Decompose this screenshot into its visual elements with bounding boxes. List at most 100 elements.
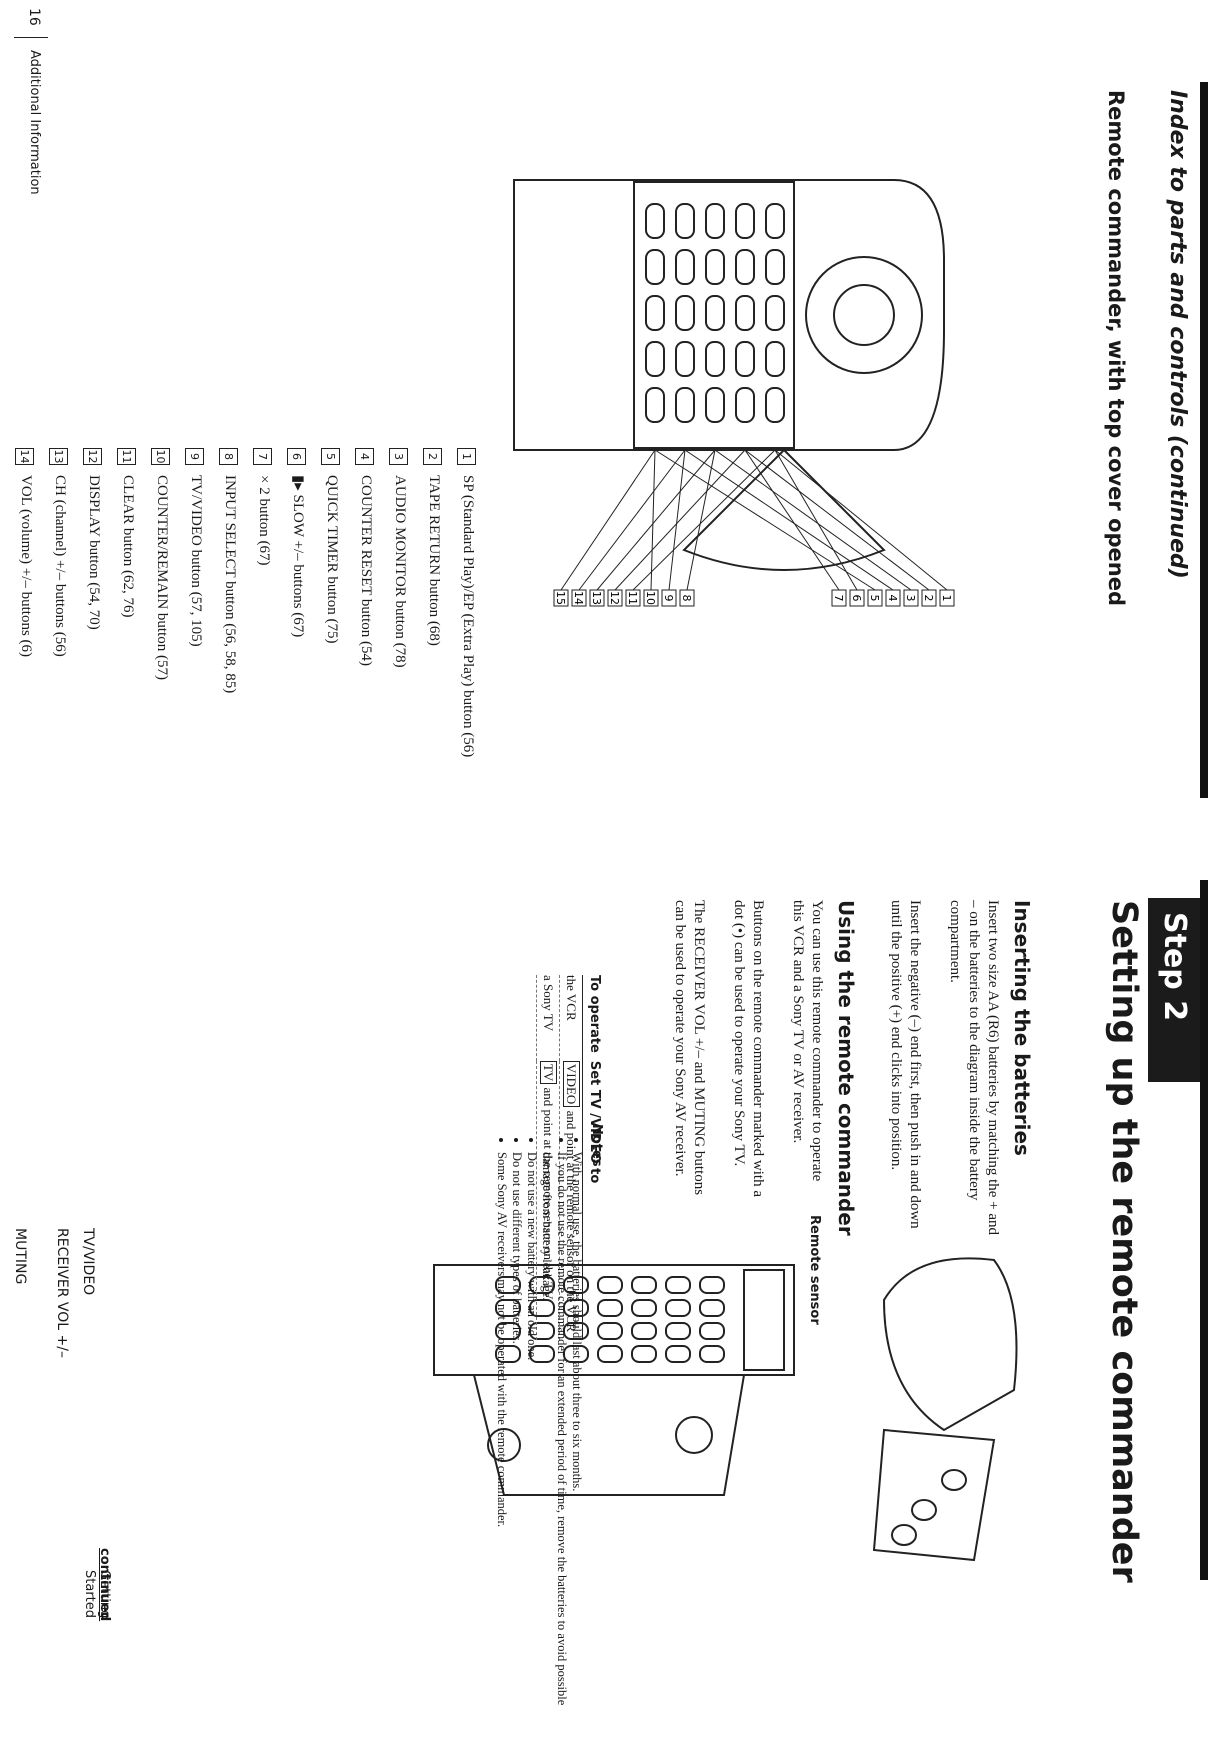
callout-leader-line <box>578 449 686 591</box>
remote-button-shape <box>495 1345 521 1363</box>
part-label: TAPE RETURN button (68) <box>426 475 442 646</box>
callout-number: 14 <box>571 589 587 607</box>
callout-number: 2 <box>921 589 937 607</box>
remote-button-shape <box>495 1299 521 1317</box>
part-number-box: 7 <box>253 448 272 465</box>
notes-list: With normal use, the batteries should la… <box>494 1138 584 1742</box>
remote-sensor-label: Remote sensor <box>807 1215 822 1325</box>
paragraph: Insert the negative (–) end first, then … <box>888 900 923 1229</box>
callout-leader-line <box>668 449 686 591</box>
section-heading-using: Using the remote commander <box>834 900 858 1236</box>
page-number: 16 <box>26 8 42 26</box>
setting-label: TV <box>540 1060 557 1085</box>
part-number-box: 8 <box>219 448 238 465</box>
remote-button-shape <box>645 203 665 239</box>
remote-button-shape <box>765 203 785 239</box>
remote-button-shape <box>631 1322 657 1340</box>
remote-button-shape <box>665 1276 691 1294</box>
page-title: Setting up the remote commander <box>1104 900 1144 1583</box>
remote-button-shape <box>563 1276 589 1294</box>
part-label: VOL (volume) +/– buttons (6) <box>18 475 34 658</box>
part-number-box: 11 <box>117 448 136 465</box>
svg-text:4: 4 <box>886 595 899 602</box>
svg-text:6: 6 <box>850 595 863 602</box>
paragraph: Insert two size AA (R6) batteries by mat… <box>947 900 1001 1236</box>
remote-button-shape <box>529 1345 555 1363</box>
remote-button-shape <box>699 1345 725 1363</box>
callout-number: 11 <box>625 589 641 607</box>
part-number-box: 6 <box>287 448 306 465</box>
remote-button-shape <box>597 1322 623 1340</box>
table-cell-target: the VCR <box>559 975 583 1061</box>
svg-text:7: 7 <box>832 595 845 602</box>
remote-button-shape <box>665 1322 691 1340</box>
step-badge: Step 2 <box>1148 898 1200 1082</box>
part-label: INPUT SELECT button (56, 58, 85) <box>222 475 238 694</box>
paragraph: The RECEIVER VOL +/– and MUTING buttons … <box>672 900 707 1196</box>
remote-button-shape <box>735 387 755 423</box>
remote-button-shape <box>675 387 695 423</box>
svg-text:14: 14 <box>572 591 585 605</box>
callout-number: 3 <box>903 589 919 607</box>
remote-button-shape <box>597 1299 623 1317</box>
remote-button-shape <box>675 295 695 331</box>
callout-number: 15 <box>553 589 569 607</box>
callout-leader-line <box>596 449 716 591</box>
remote-button-shape <box>563 1299 589 1317</box>
part-number-box: 12 <box>83 448 102 465</box>
remote-button-shape <box>631 1276 657 1294</box>
remote-button-shape <box>665 1345 691 1363</box>
remote-button-shape <box>735 341 755 377</box>
part-number-box: 2 <box>423 448 442 465</box>
remote-button-shape <box>529 1299 555 1317</box>
part-label: TV/VIDEO button (57, 105) <box>188 475 204 647</box>
table-cell-target: a Sony TV <box>536 975 560 1061</box>
note-item: Do not use different types of batteries. <box>509 1152 524 1742</box>
callout-number: 1 <box>939 589 955 607</box>
section-header: Index to parts and controls (continued) <box>1165 90 1190 579</box>
part-number-box: 14 <box>15 448 34 465</box>
callout-number: 10 <box>643 589 659 607</box>
svg-text:11: 11 <box>626 591 639 605</box>
remote-button-shape <box>675 341 695 377</box>
remote-button-shape <box>705 341 725 377</box>
remote-button-shape <box>765 295 785 331</box>
callout-number: 12 <box>607 589 623 607</box>
part-label: CH (channel) +/– buttons (56) <box>52 475 68 657</box>
part-label: COUNTER/REMAIN button (57) <box>154 475 170 680</box>
remote-button-shape <box>631 1345 657 1363</box>
svg-text:9: 9 <box>662 595 675 602</box>
remote-button-shape <box>597 1276 623 1294</box>
parts-list-item: 6▮▸ SLOW +/– buttons (67) <box>287 448 308 808</box>
callout-number: 6 <box>849 589 865 607</box>
header-rule <box>1200 82 1208 798</box>
svg-text:5: 5 <box>868 595 881 602</box>
remote-button-shape <box>735 203 755 239</box>
remote-button-shape <box>699 1299 725 1317</box>
part-label: CLEAR button (62, 76) <box>120 475 136 618</box>
remote-button-shape <box>675 249 695 285</box>
remote-button-shape <box>699 1276 725 1294</box>
part-number-box: 4 <box>355 448 374 465</box>
remote-button-shape <box>645 295 665 331</box>
header-rule <box>1200 880 1208 1580</box>
footer-section-name: Getting Started <box>82 1570 112 1619</box>
remote-button-shape <box>765 341 785 377</box>
callout-leader-line <box>686 449 716 591</box>
parts-list-item: 15Receiver operation buttons RECEIVER VO… <box>0 448 2 808</box>
remote-button-shape <box>705 387 725 423</box>
svg-text:3: 3 <box>904 595 917 602</box>
svg-text:13: 13 <box>590 591 603 605</box>
part-label: SP (Standard Play)/EP (Extra Play) butto… <box>460 475 476 758</box>
callout-tv-video: TV/VIDEO <box>80 1228 96 1296</box>
part-label: AUDIO MONITOR button (78) <box>392 475 408 668</box>
subheading: Remote commander, with top cover opened <box>1104 90 1128 607</box>
part-number-box: 9 <box>185 448 204 465</box>
callout-leader-line <box>650 449 656 591</box>
